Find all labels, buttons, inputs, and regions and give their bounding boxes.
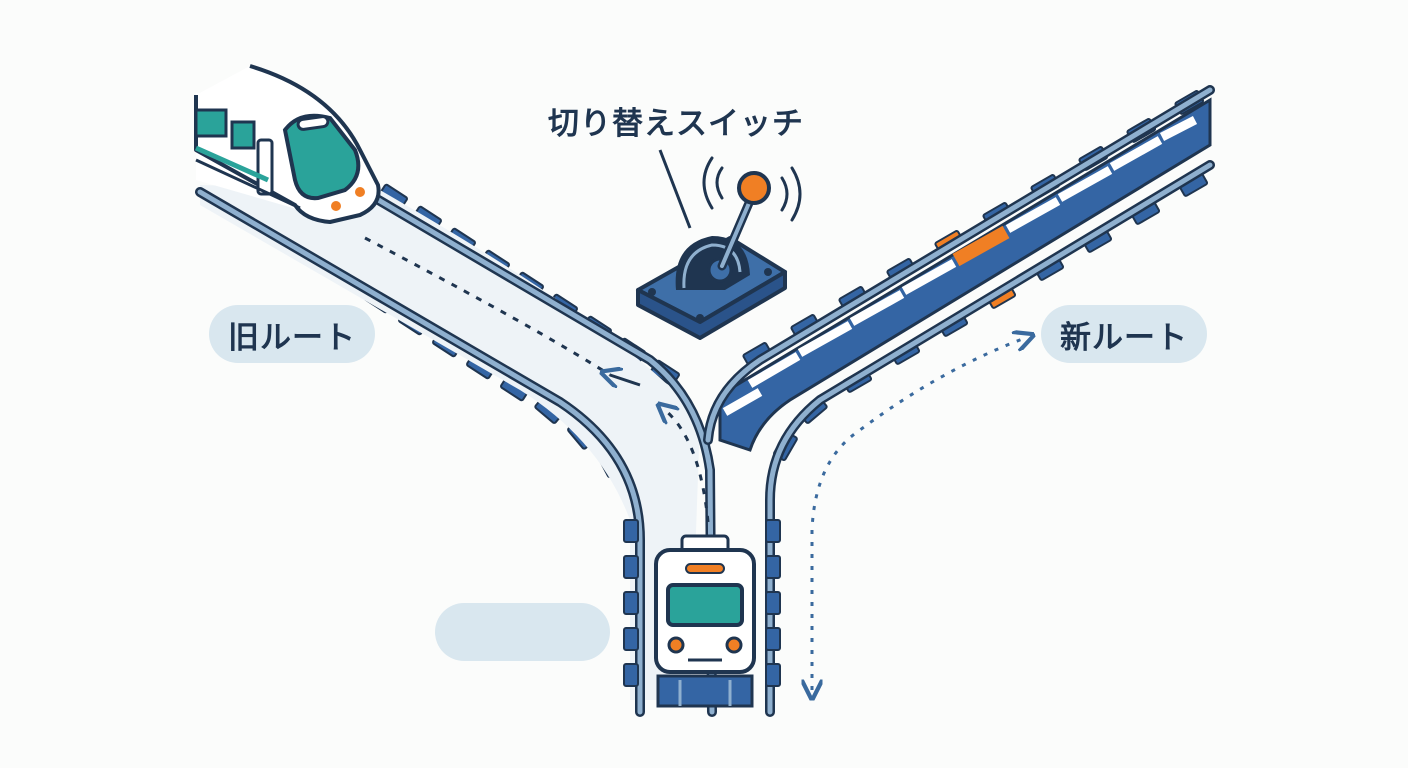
new-route-stripes (722, 115, 1198, 416)
new-route-orange-sleeper (952, 225, 1010, 267)
train-front-icon (654, 534, 756, 708)
route-arrow-icon (364, 236, 1025, 690)
new-route-label: 新ルート (1041, 305, 1207, 363)
switch-label: 切り替えスイッチ (548, 106, 804, 142)
lever-switch-icon (636, 149, 802, 340)
old-route-label: 旧ルート (209, 305, 375, 363)
stem-sleepers (623, 519, 781, 687)
blank-label-pill (435, 603, 610, 661)
old-route-track (195, 183, 717, 717)
train-side-icon (194, 64, 381, 224)
